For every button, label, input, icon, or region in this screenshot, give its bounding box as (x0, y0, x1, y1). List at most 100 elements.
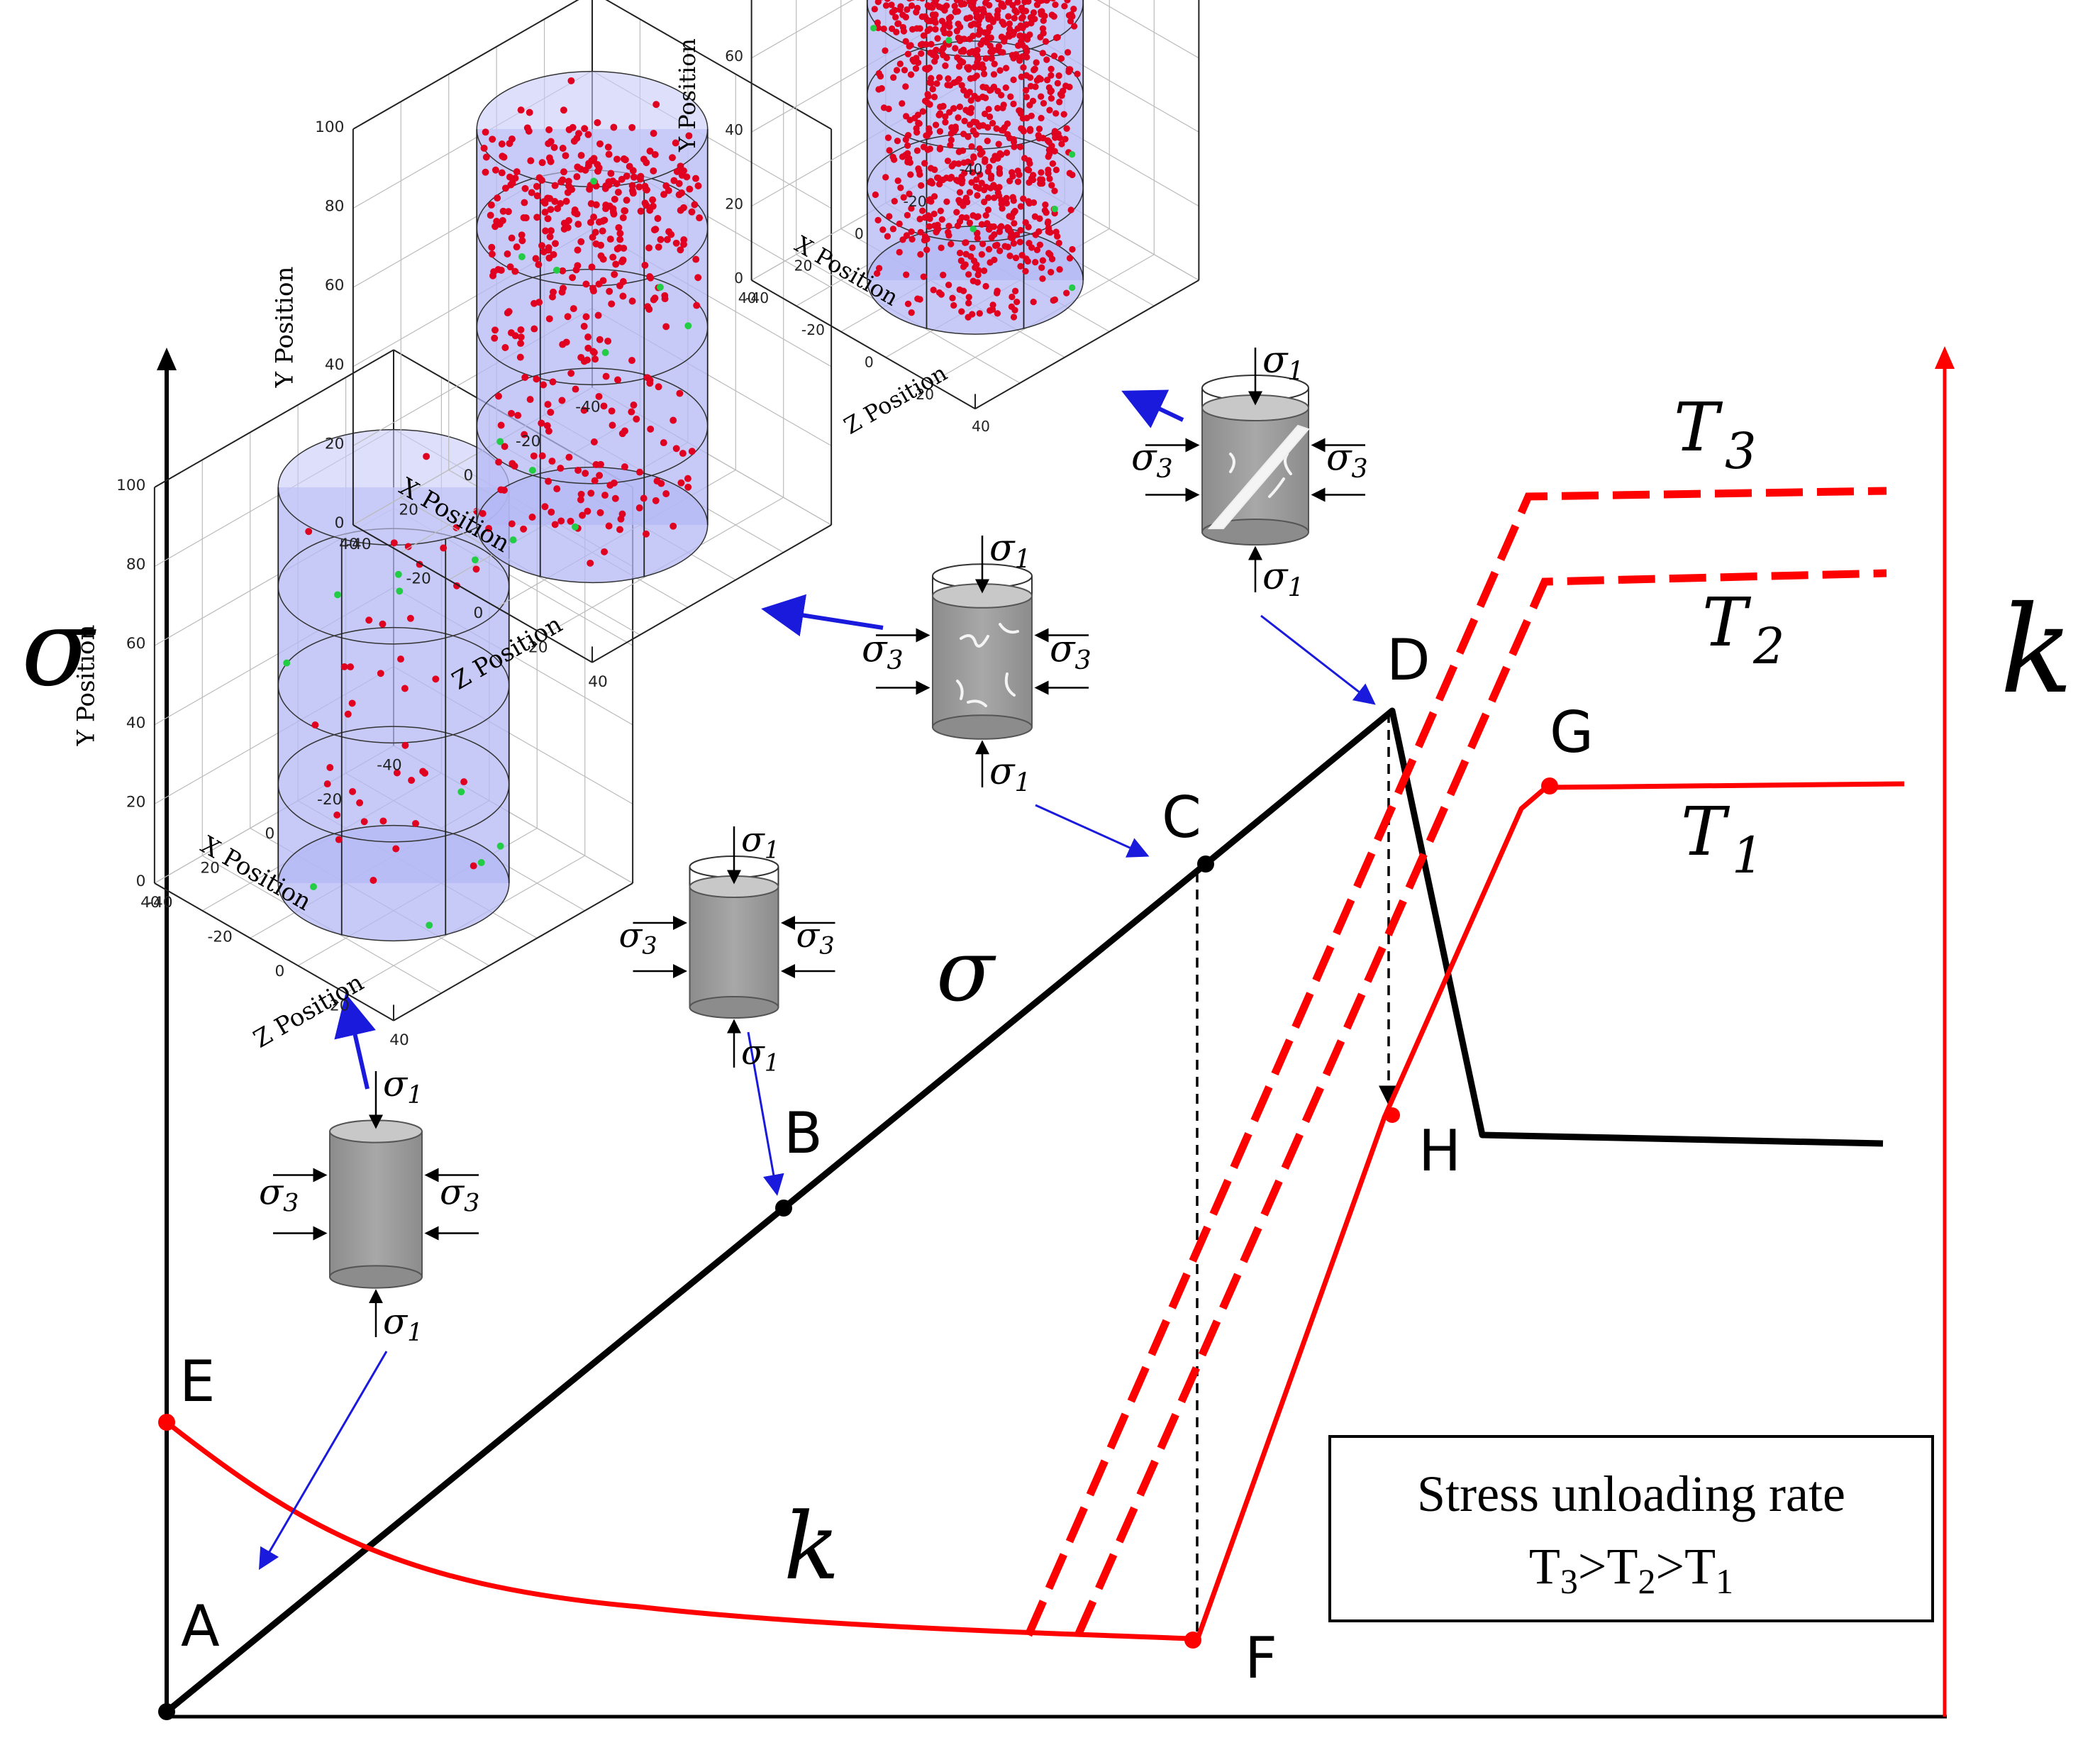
curve-T3 (1024, 487, 1887, 1637)
right-axis (1935, 346, 1955, 1717)
svg-text:-40: -40 (575, 398, 600, 416)
svg-text:40: 40 (725, 121, 743, 138)
acoustic-emission-events (870, 0, 1081, 321)
shear-fracture (1207, 424, 1310, 529)
svg-text:20: 20 (200, 860, 220, 877)
arrow-specimen3-to-plot2 (761, 594, 884, 637)
svg-text:0: 0 (265, 825, 275, 843)
left-axis-arrowhead (157, 348, 177, 370)
point-D-label: D (1387, 627, 1430, 693)
point-C-marker (1197, 855, 1214, 873)
svg-text:100: 100 (315, 118, 344, 136)
specimen-body (689, 886, 779, 1008)
legend-order: T3>T2>T1 (1529, 1538, 1733, 1601)
sigma-curve-label: σ (936, 922, 996, 1021)
svg-text:-20: -20 (207, 929, 232, 946)
svg-text:20: 20 (725, 196, 743, 213)
point-G-label: G (1550, 699, 1594, 765)
arrow-specimen1-to-plot1 (334, 993, 376, 1090)
arrow-specimen3-to-C (1035, 804, 1150, 858)
svg-text:0: 0 (136, 873, 146, 890)
specimen-body (1201, 407, 1309, 533)
crack (1004, 672, 1016, 697)
point-E-label: E (179, 1349, 216, 1414)
specimen-stage-B: σ1 σ1 σ3 σ3 (619, 820, 835, 1077)
svg-text:80: 80 (126, 556, 146, 574)
arrow-specimen2-to-B (747, 1031, 784, 1196)
sigma1-top-label: σ1 (741, 820, 779, 864)
sigma1-bottom-label: σ1 (383, 1301, 423, 1347)
svg-text:0: 0 (855, 225, 864, 242)
arrow-specimen4-to-D (1260, 614, 1376, 705)
svg-text:-20: -20 (406, 570, 430, 588)
svg-text:40: 40 (972, 418, 990, 435)
svg-text:20: 20 (528, 638, 548, 656)
permeability-curve-k (165, 1420, 1192, 1641)
svg-text:40: 40 (738, 289, 757, 306)
sigma1-top-label: σ1 (383, 1063, 423, 1109)
left-axis (157, 348, 177, 1717)
specimen-stage-C: σ1 σ1 σ3 σ3 (862, 527, 1091, 797)
svg-text:20: 20 (794, 257, 813, 275)
arrow-specimen1-to-A (258, 1351, 388, 1571)
acoustic-emission-events (479, 77, 704, 567)
label-T1: T 1 (1681, 793, 1764, 885)
svg-text:20: 20 (325, 435, 345, 453)
point-A-marker (158, 1703, 175, 1720)
k-curve-label: k (784, 1493, 840, 1600)
svg-text:2: 2 (1752, 617, 1785, 675)
svg-text:100: 100 (116, 477, 145, 494)
svg-text:-40: -40 (346, 536, 371, 553)
curve-T1 (1194, 781, 1905, 1641)
acoustic-emission-events (283, 453, 504, 929)
svg-text:40: 40 (588, 673, 608, 691)
crack (960, 634, 989, 648)
point-C-label: C (1162, 785, 1201, 851)
svg-text:-40: -40 (745, 289, 769, 306)
svg-text:40: 40 (140, 894, 160, 912)
sigma3-left-label: σ3 (619, 916, 657, 960)
sigma3-left-label: σ3 (1131, 437, 1173, 484)
sigma1-bottom-label: σ1 (989, 751, 1031, 797)
sigma3-left-label: σ3 (862, 628, 904, 675)
specimen-body (932, 595, 1033, 728)
svg-text:T: T (1702, 584, 1752, 662)
label-T3: T 3 (1674, 389, 1757, 480)
right-axis-label: k (2000, 580, 2073, 721)
svg-text:-20: -20 (516, 433, 540, 450)
specimen-body (329, 1131, 423, 1278)
svg-text:20: 20 (399, 502, 418, 519)
stress-curve (165, 707, 1884, 1715)
sigma1-top-label: σ1 (989, 527, 1031, 574)
svg-text:40: 40 (389, 1031, 409, 1049)
svg-text:0: 0 (474, 604, 484, 622)
svg-text:0: 0 (734, 270, 743, 287)
sigma3-right-label: σ3 (440, 1172, 479, 1218)
point-E-marker (158, 1414, 175, 1431)
curve-T2 (1074, 569, 1887, 1637)
svg-text:60: 60 (325, 277, 345, 294)
svg-text:-20: -20 (904, 193, 927, 210)
sigma1-bottom-label: σ1 (741, 1033, 779, 1077)
point-F-label: F (1245, 1625, 1277, 1691)
svg-text:20: 20 (126, 793, 146, 811)
sigma3-right-label: σ3 (796, 916, 835, 960)
svg-text:-20: -20 (317, 791, 342, 809)
y-axis-title: Y Position (72, 625, 101, 747)
svg-text:1: 1 (1732, 826, 1764, 885)
left-axis-label: σ (21, 587, 96, 710)
sigma3-right-label: σ3 (1050, 628, 1091, 675)
svg-text:80: 80 (325, 198, 345, 216)
svg-text:-40: -40 (959, 161, 982, 178)
svg-text:40: 40 (325, 356, 345, 374)
crack (999, 623, 1019, 634)
svg-text:-40: -40 (377, 756, 401, 774)
point-A-label: A (181, 1593, 220, 1659)
legend-title: Stress unloading rate (1417, 1466, 1845, 1522)
